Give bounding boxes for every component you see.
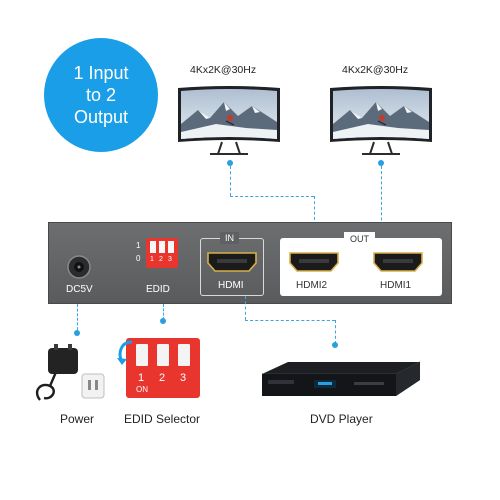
connector-line-dvd-v (245, 296, 246, 320)
badge-line-3: Output (73, 107, 129, 127)
tv-resolution-left: 4Kx2K@30Hz (190, 64, 257, 76)
hdmi2-label: HDMI2 (296, 280, 328, 291)
hdmi2-out-port[interactable] (289, 252, 339, 272)
badge-line-2: to 2 (85, 85, 117, 105)
connector-line-dvd-v2 (335, 320, 336, 344)
connector-point-power (74, 330, 80, 336)
connector-line-power (77, 304, 78, 330)
tv-right-image (330, 86, 432, 155)
edid-switch-number-3: 3 (180, 372, 187, 384)
connector-line-tv-left-h (230, 196, 314, 197)
edid-label: EDID (146, 284, 170, 295)
edid-switch-on-label: ON (136, 385, 148, 394)
rotate-arrow-icon (117, 340, 133, 365)
connector-point-tv-left (227, 160, 233, 166)
dc-label: DC5V (66, 284, 93, 295)
tv-left-image (178, 86, 280, 155)
hdmi-in-port[interactable] (207, 252, 257, 272)
hdmi-in-label: HDMI (218, 280, 244, 291)
tv-resolution-right: 4Kx2K@30Hz (342, 64, 409, 76)
switch-mark-0: 0 (136, 254, 141, 263)
connector-line-to-hdmi2 (314, 196, 315, 246)
switch-mark-1: 1 (136, 241, 141, 250)
connector-line-to-hdmi1 (381, 166, 382, 246)
dvd-player-caption: DVD Player (310, 412, 373, 426)
power-caption: Power (60, 412, 95, 426)
connector-point-edid (160, 318, 166, 324)
edid-selector-switch[interactable]: 1 2 3 ON (126, 338, 200, 398)
edid-selector-caption: EDID Selector (124, 412, 201, 426)
edid-switch-number-2: 2 (159, 372, 166, 384)
dc-jack-icon (67, 255, 91, 279)
dip-number-2: 2 (159, 256, 163, 263)
hdmi1-out-port[interactable] (373, 252, 423, 272)
connector-point-tv-right (378, 160, 384, 166)
power-adapter-icon (35, 344, 105, 401)
connector-point-dvd (332, 342, 338, 348)
output-tag: OUT (344, 232, 375, 244)
connector-line-tv-left (230, 166, 231, 196)
input-output-badge: 1 Input to 2 Output (44, 38, 158, 152)
dvd-player-image (262, 361, 421, 396)
connector-line-edid (163, 304, 164, 320)
edid-switch-number-1: 1 (138, 372, 145, 384)
badge-line-1: 1 Input (73, 63, 129, 83)
dip-number-1: 1 (150, 256, 154, 263)
connector-line-dvd-h (245, 320, 335, 321)
dip-switch[interactable]: 1 2 3 (146, 238, 178, 268)
dip-number-3: 3 (168, 256, 172, 263)
input-tag: IN (220, 232, 239, 244)
hdmi1-label: HDMI1 (380, 280, 412, 291)
